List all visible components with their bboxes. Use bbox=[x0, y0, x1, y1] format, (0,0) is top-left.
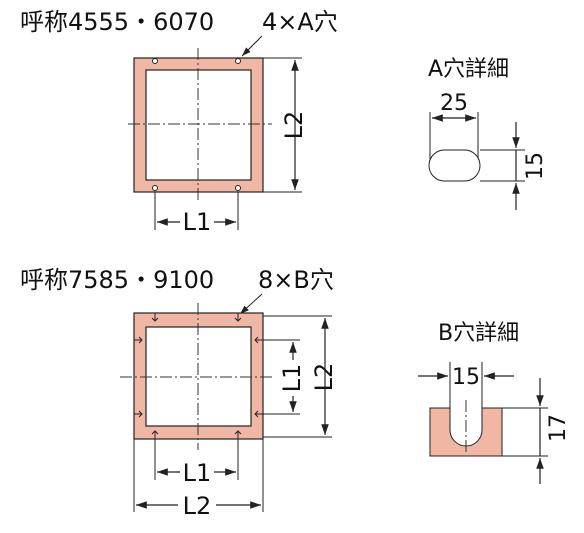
b-detail-title: B穴詳細 bbox=[438, 321, 519, 346]
mounting-hole bbox=[152, 185, 158, 191]
top-callout-leader bbox=[241, 35, 263, 57]
b-height-label: 17 bbox=[546, 414, 571, 442]
mounting-hole bbox=[134, 336, 143, 344]
top-l1-label: L1 bbox=[183, 208, 212, 236]
bottom-l1v-label: L1 bbox=[278, 364, 306, 393]
mounting-hole bbox=[151, 430, 159, 439]
a-hole-detail: A穴詳細 25 15 bbox=[428, 57, 548, 210]
bottom-l2v-label: L2 bbox=[310, 363, 338, 392]
mounting-hole bbox=[254, 336, 263, 344]
b-width-label: 15 bbox=[452, 365, 480, 390]
mounting-hole bbox=[134, 410, 143, 418]
mounting-hole bbox=[151, 313, 159, 322]
mounting-hole bbox=[234, 313, 242, 322]
a-width-label: 25 bbox=[440, 91, 468, 116]
mounting-hole bbox=[235, 58, 241, 64]
bottom-view-hole-callout: 8×B穴 bbox=[258, 266, 334, 294]
top-view: 呼称4555・6070 4×A穴 L2 L1 bbox=[20, 8, 338, 236]
bottom-l1h-label: L1 bbox=[183, 459, 212, 487]
top-view-title: 呼称4555・6070 bbox=[20, 8, 214, 36]
a-slot-hole bbox=[428, 149, 481, 182]
bottom-mounting-holes bbox=[134, 313, 263, 439]
a-detail-title: A穴詳細 bbox=[428, 57, 509, 82]
mounting-hole bbox=[254, 410, 263, 418]
bottom-view-title: 呼称7585・9100 bbox=[20, 266, 214, 294]
top-mounting-holes bbox=[152, 58, 241, 191]
b-slot-body bbox=[429, 407, 503, 457]
mounting-hole bbox=[152, 58, 158, 64]
bottom-l2h-label: L2 bbox=[183, 492, 212, 520]
mounting-hole bbox=[235, 185, 241, 191]
bottom-view: 呼称7585・9100 8×B穴 L1 L2 bbox=[20, 266, 338, 520]
top-view-hole-callout: 4×A穴 bbox=[262, 8, 338, 36]
bottom-callout-leader bbox=[239, 293, 263, 315]
top-l2-label: L2 bbox=[280, 111, 308, 140]
a-height-label: 15 bbox=[523, 152, 548, 180]
mounting-hole bbox=[234, 430, 242, 439]
b-hole-detail: B穴詳細 15 17 bbox=[418, 321, 571, 484]
